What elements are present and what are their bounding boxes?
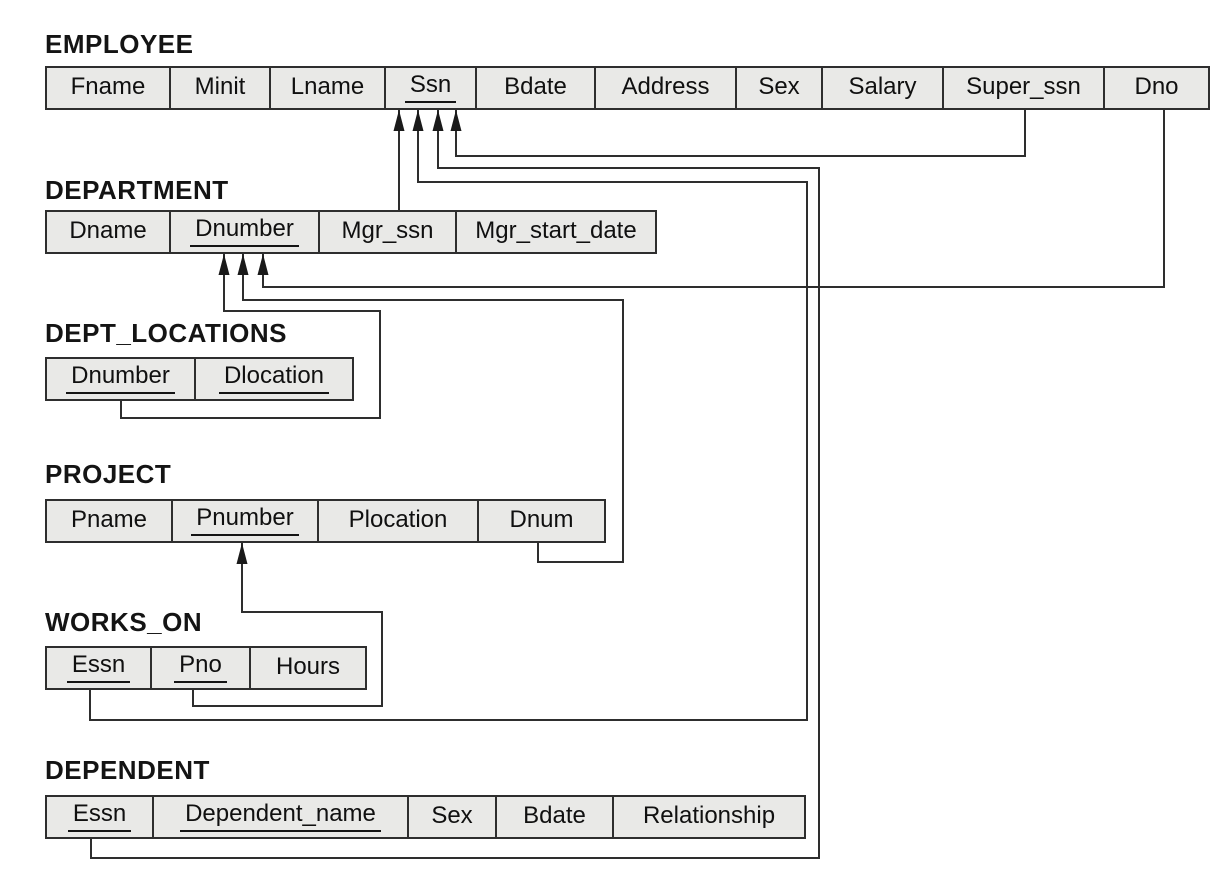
attr-dependent-dependent-name: Dependent_name [152, 797, 407, 837]
arrowhead-dependent-essn-to-ssn [432, 110, 444, 131]
attr-project-plocation: Plocation [317, 501, 477, 541]
arrowhead-dno-to-dnumber [257, 254, 269, 275]
arrowhead-dept-locations-dnumber-to-dnumber [218, 254, 230, 275]
table-department: Dname Dnumber Mgr_ssn Mgr_start_date [45, 210, 657, 254]
attr-project-dnum: Dnum [477, 501, 604, 541]
arrowhead-project-dnum-to-dnumber [237, 254, 249, 275]
attr-department-mgr-start-date: Mgr_start_date [455, 212, 655, 252]
attr-dependent-bdate: Bdate [495, 797, 612, 837]
arrowhead-works-on-pno-to-pnumber [236, 543, 248, 564]
connector-dno-to-dnumber [262, 110, 1165, 288]
attr-dept-locations-dnumber: Dnumber [47, 359, 194, 399]
attr-dependent-essn: Essn [47, 797, 152, 837]
attr-employee-sex: Sex [735, 68, 821, 108]
attr-employee-salary: Salary [821, 68, 942, 108]
connector-super-ssn-to-ssn [455, 110, 1026, 157]
attr-employee-lname: Lname [269, 68, 384, 108]
attr-dept-locations-dlocation: Dlocation [194, 359, 352, 399]
attr-dependent-sex: Sex [407, 797, 495, 837]
table-title-dependent: DEPENDENT [45, 755, 210, 785]
attr-employee-minit: Minit [169, 68, 269, 108]
attr-project-pnumber: Pnumber [171, 501, 317, 541]
attr-department-dname: Dname [47, 212, 169, 252]
table-dept-locations: Dnumber Dlocation [45, 357, 354, 401]
attr-dependent-relationship: Relationship [612, 797, 804, 837]
attr-employee-dno: Dno [1103, 68, 1208, 108]
attr-employee-fname: Fname [47, 68, 169, 108]
table-title-employee: EMPLOYEE [45, 29, 194, 59]
table-title-works-on: WORKS_ON [45, 607, 203, 637]
table-title-dept-locations: DEPT_LOCATIONS [45, 318, 287, 348]
attr-employee-super-ssn: Super_ssn [942, 68, 1103, 108]
attr-project-pname: Pname [47, 501, 171, 541]
arrowhead-works-on-essn-to-ssn [412, 110, 424, 131]
table-title-department: DEPARTMENT [45, 175, 229, 205]
attr-works-on-hours: Hours [249, 648, 365, 688]
attr-employee-bdate: Bdate [475, 68, 594, 108]
table-employee: Fname Minit Lname Ssn Bdate Address Sex … [45, 66, 1210, 110]
attr-employee-ssn: Ssn [384, 68, 475, 108]
arrowhead-super-ssn-to-ssn [450, 110, 462, 131]
attr-works-on-essn: Essn [47, 648, 150, 688]
attr-department-dnumber: Dnumber [169, 212, 318, 252]
table-dependent: Essn Dependent_name Sex Bdate Relationsh… [45, 795, 806, 839]
attr-employee-address: Address [594, 68, 735, 108]
attr-works-on-pno: Pno [150, 648, 249, 688]
table-works-on: Essn Pno Hours [45, 646, 367, 690]
table-project: Pname Pnumber Plocation Dnum [45, 499, 606, 543]
table-title-project: PROJECT [45, 459, 172, 489]
attr-department-mgr-ssn: Mgr_ssn [318, 212, 455, 252]
arrowhead-mgr-ssn-to-ssn [393, 110, 405, 131]
